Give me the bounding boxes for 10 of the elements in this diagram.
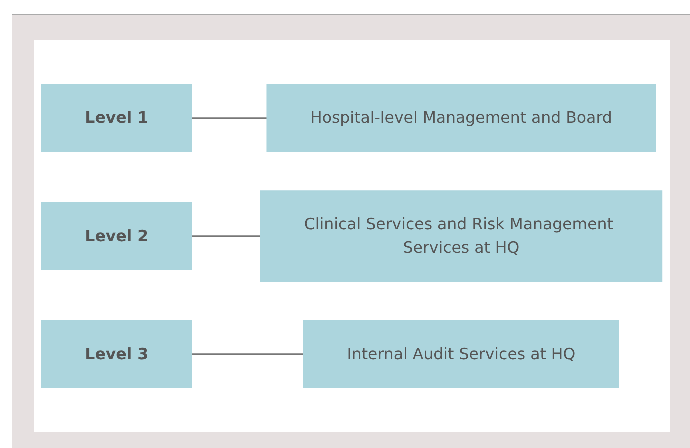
panel-background: Level 1 Hospital-level Management and Board Level 2 Clinical Services and Risk Management Services at HQ Level 3 Internal Audit Services at HQ [34, 40, 670, 432]
node-box [260, 190, 663, 282]
connector [192, 117, 268, 119]
connector [192, 235, 261, 237]
node-box [41, 202, 192, 270]
node-box [304, 320, 620, 388]
node-box [266, 84, 656, 152]
node-box [41, 320, 192, 388]
connector [192, 353, 304, 355]
node-box [41, 84, 192, 152]
